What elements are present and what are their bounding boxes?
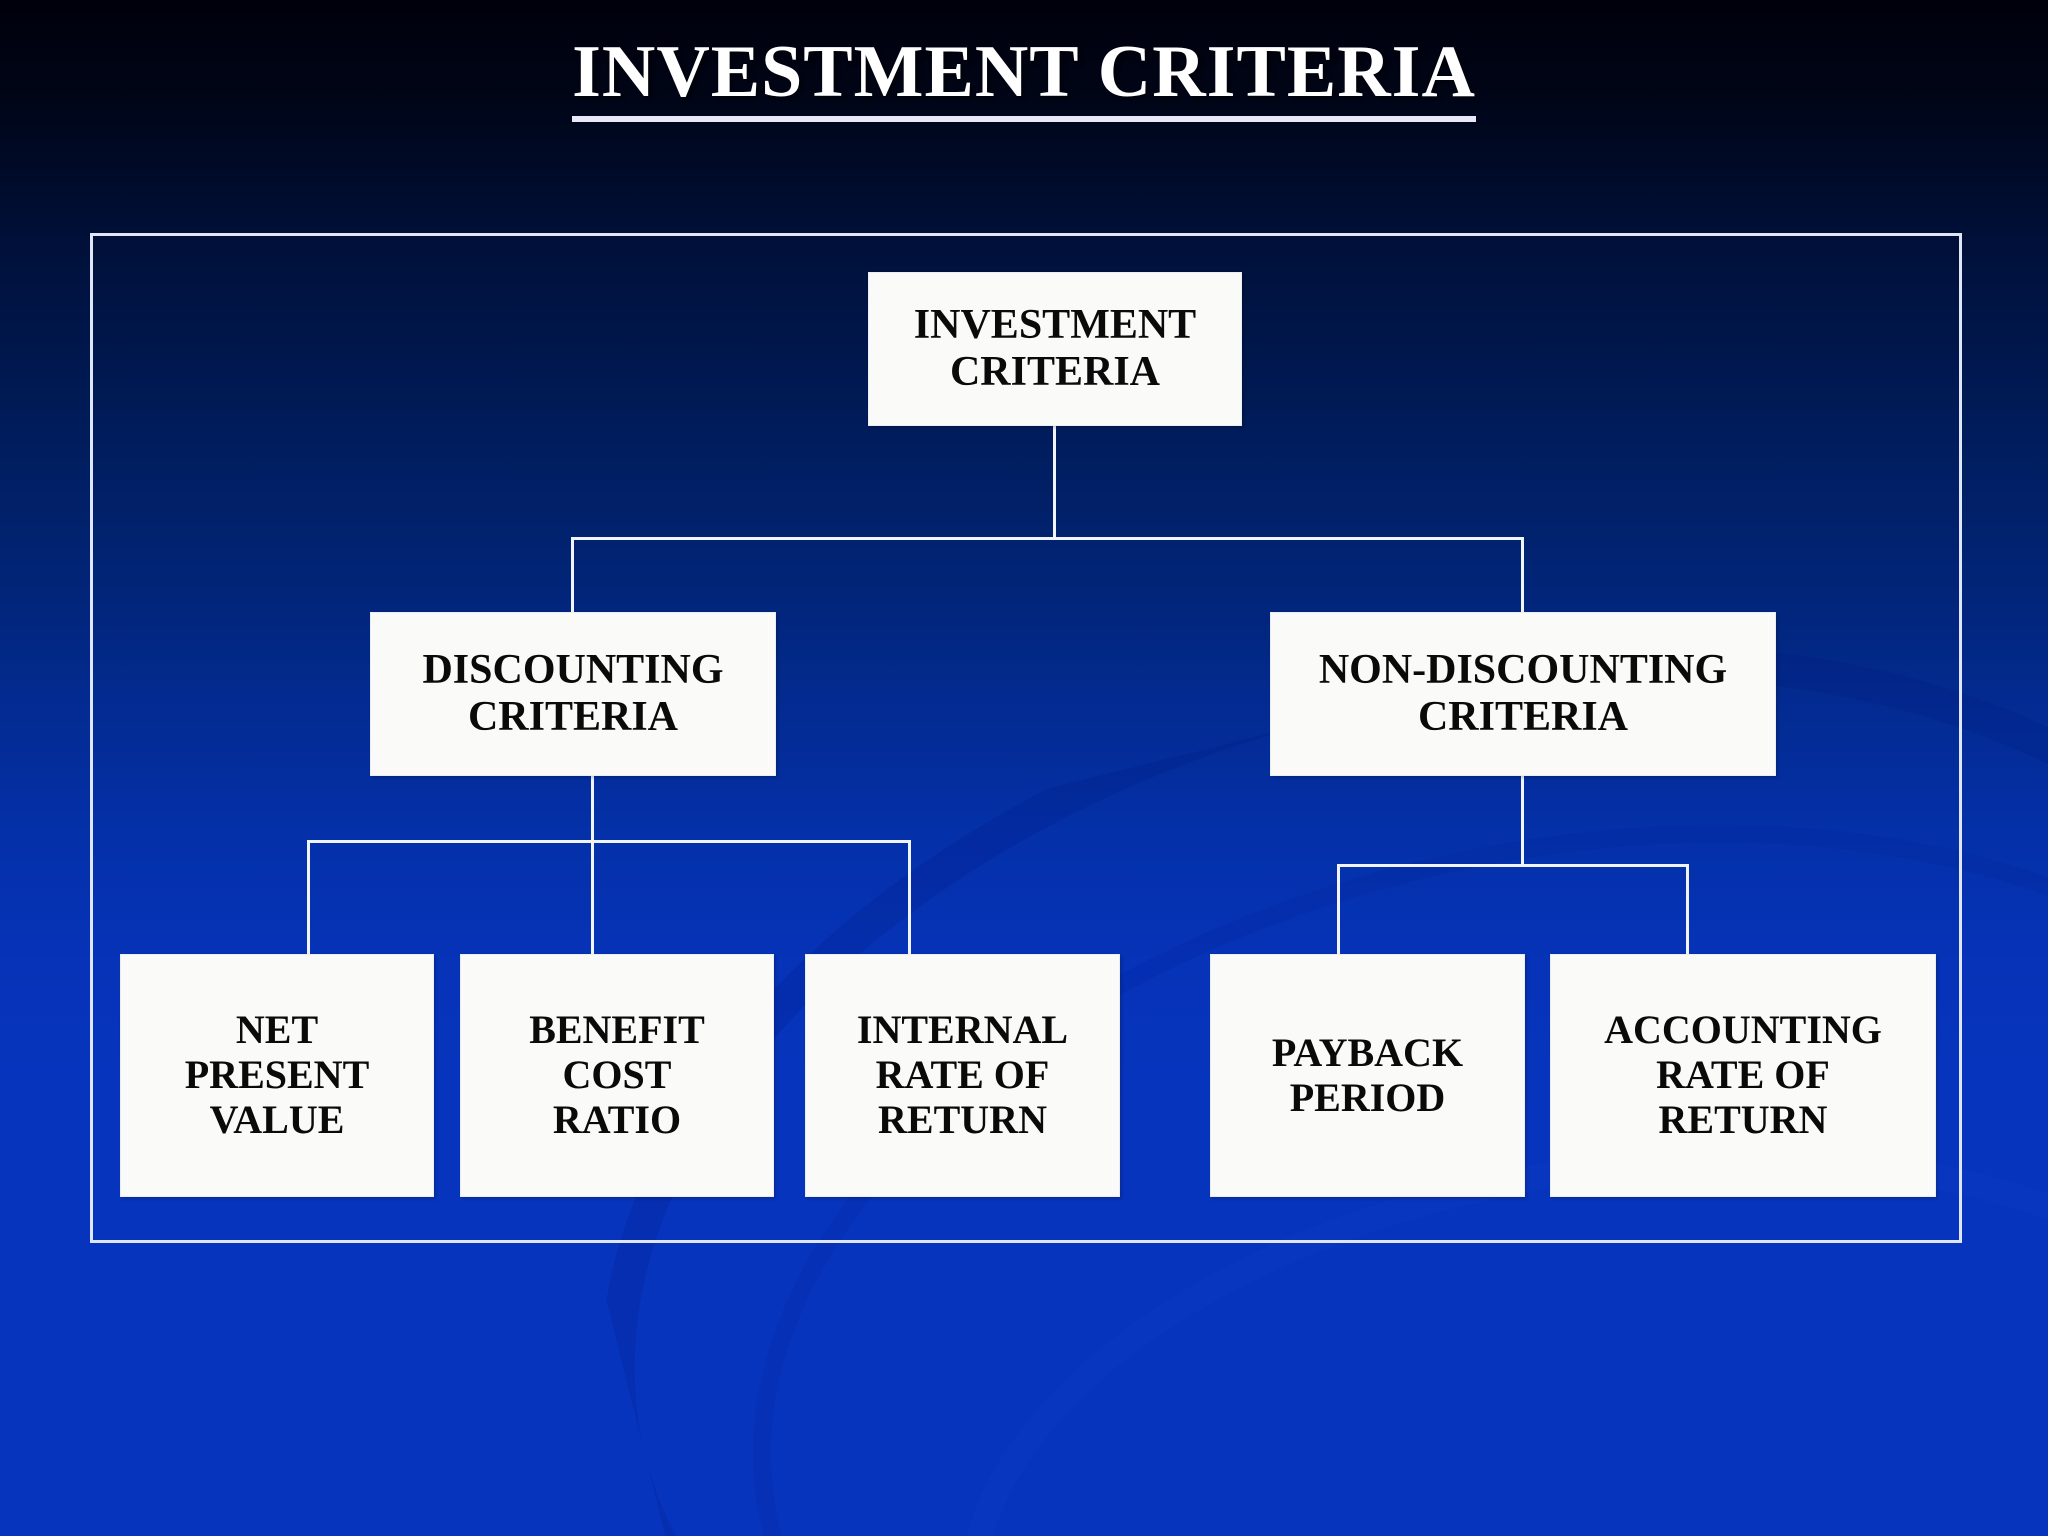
node-discounting-criteria-label: DISCOUNTING CRITERIA [422, 646, 724, 740]
slide-title-text: INVESTMENT CRITERIA [572, 33, 1476, 122]
connector-root-stem [1053, 426, 1056, 539]
connector-level1-bus [571, 537, 1524, 540]
node-accounting-rate-of-return-label: ACCOUNTING RATE OF RETURN [1604, 1007, 1882, 1142]
node-payback-period[interactable]: PAYBACK PERIOD [1210, 954, 1525, 1197]
connector-discounting-bus [307, 840, 911, 843]
connector-drop-bcr [591, 840, 594, 956]
connector-discounting-stem [591, 776, 594, 842]
node-benefit-cost-ratio[interactable]: BENEFIT COST RATIO [460, 954, 774, 1197]
node-payback-period-label: PAYBACK PERIOD [1271, 1029, 1464, 1120]
chart-outer-frame [90, 233, 1962, 1243]
node-investment-criteria[interactable]: INVESTMENT CRITERIA [868, 272, 1242, 426]
connector-non-discounting-bus [1337, 864, 1689, 867]
node-benefit-cost-ratio-label: BENEFIT COST RATIO [529, 1007, 705, 1142]
node-internal-rate-of-return-label: INTERNAL RATE OF RETURN [856, 1007, 1069, 1142]
node-net-present-value[interactable]: NET PRESENT VALUE [120, 954, 434, 1197]
connector-drop-payback [1337, 864, 1340, 956]
node-discounting-criteria[interactable]: DISCOUNTING CRITERIA [370, 612, 776, 776]
connector-drop-irr [908, 840, 911, 956]
connector-non-discounting-stem [1521, 776, 1524, 866]
node-accounting-rate-of-return[interactable]: ACCOUNTING RATE OF RETURN [1550, 954, 1936, 1197]
node-non-discounting-criteria-label: NON-DISCOUNTING CRITERIA [1318, 646, 1728, 740]
slide-title: INVESTMENT CRITERIA [0, 30, 2048, 122]
connector-drop-non-discounting [1521, 537, 1524, 614]
node-investment-criteria-label: INVESTMENT CRITERIA [913, 301, 1197, 395]
node-internal-rate-of-return[interactable]: INTERNAL RATE OF RETURN [805, 954, 1120, 1197]
connector-drop-arr [1686, 864, 1689, 956]
node-net-present-value-label: NET PRESENT VALUE [184, 1007, 370, 1142]
connector-drop-npv [307, 840, 310, 956]
connector-drop-discounting [571, 537, 574, 614]
node-non-discounting-criteria[interactable]: NON-DISCOUNTING CRITERIA [1270, 612, 1776, 776]
